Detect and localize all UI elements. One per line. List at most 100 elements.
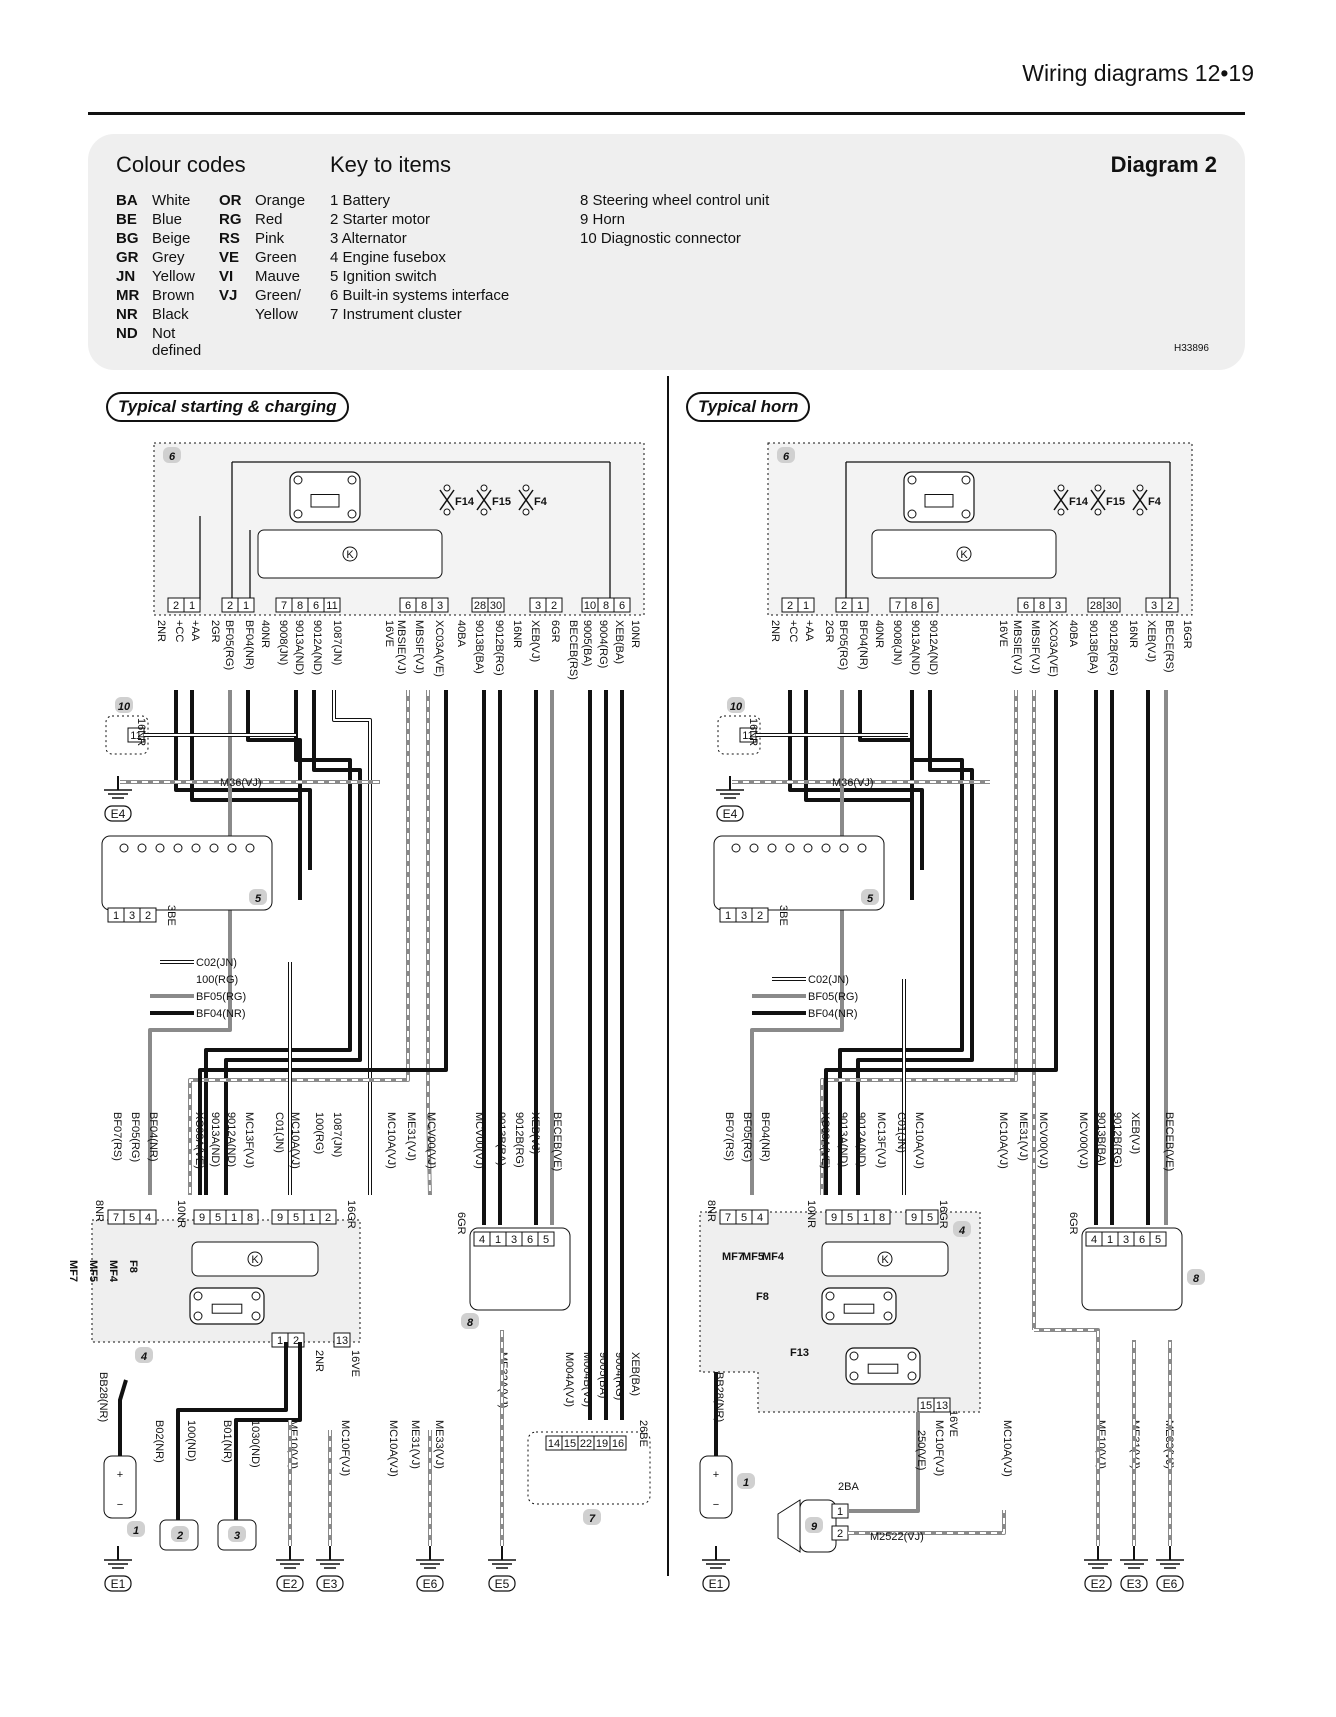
- colour-name: Yellow: [255, 306, 298, 323]
- wire-black: [838, 690, 964, 1195]
- wire-label: 16VE: [383, 620, 395, 647]
- connector-pin: [183, 597, 201, 613]
- wire-label: C01(JN): [273, 1112, 285, 1153]
- colour-name: Brown: [152, 287, 195, 304]
- item-tag: [805, 1517, 823, 1533]
- pin-number: 1: [863, 1212, 869, 1224]
- wire-label: 16VE: [349, 1350, 361, 1377]
- pin-number: 2: [841, 600, 847, 612]
- item-number: 10: [118, 701, 131, 713]
- wire-label: 100(RG): [313, 1112, 325, 1154]
- module-symbol: [247, 1251, 263, 1267]
- switch-contact: [137, 843, 147, 853]
- pin-number: 7: [895, 600, 901, 612]
- item-number: 1: [743, 1477, 749, 1489]
- pin-number: 6: [313, 600, 319, 612]
- fuse-label: F4: [1148, 496, 1162, 508]
- item-number: 5: [867, 893, 874, 905]
- colour-name: Not defined: [152, 325, 202, 359]
- item-tag: [228, 1526, 246, 1542]
- ground-label: E6: [1163, 1577, 1178, 1591]
- fuse-symbol: [476, 489, 492, 511]
- wire-label: ME31(VJ): [409, 1420, 421, 1469]
- wire-label: 9013B(BA): [1095, 1112, 1107, 1166]
- wire-label: BF05(RG): [837, 620, 849, 670]
- pin-number: 30: [1106, 600, 1118, 612]
- pin-number: 6: [619, 600, 625, 612]
- item-number: 8: [1193, 1273, 1200, 1285]
- ground-label: E5: [495, 1577, 510, 1591]
- wire-label: 16GR: [1181, 620, 1193, 649]
- ground-badge: [1084, 1575, 1112, 1592]
- wire-label: 9013B(BA): [1087, 620, 1099, 674]
- module-symbol-letter: K: [881, 1254, 889, 1266]
- pin-number: 5: [847, 1212, 853, 1224]
- relay-terminal: [347, 475, 357, 485]
- wire-label: 9012A(ND): [927, 620, 939, 675]
- fuse-terminal: [1057, 508, 1065, 516]
- colour-code-entry: Yellow: [219, 306, 323, 323]
- fuse-terminal: [1136, 508, 1144, 516]
- ground-badge: [716, 805, 744, 822]
- wire-label: 16NR: [135, 718, 147, 746]
- pin-number: 2: [173, 600, 179, 612]
- switch-contact: [119, 843, 129, 853]
- wire-black: [234, 1342, 302, 1520]
- colour-name: Mauve: [255, 268, 301, 285]
- wire-label: +AA: [803, 620, 815, 642]
- switch-contact: [767, 843, 777, 853]
- wire-label: MC10A(VJ): [385, 1112, 397, 1169]
- pin-number: 6: [527, 1234, 533, 1246]
- relay-terminal: [961, 509, 971, 519]
- colour-name: Green/: [255, 287, 301, 304]
- pin-number: 3: [511, 1234, 517, 1246]
- pin-number: 3: [741, 910, 747, 922]
- bsi-frame: [153, 442, 645, 616]
- relay-terminal: [193, 1291, 203, 1301]
- colour-name: Blue: [152, 211, 183, 228]
- key-item: 10 Diagnostic connector: [580, 230, 741, 247]
- pin-number: 11: [326, 600, 337, 612]
- connector-pin: [613, 597, 631, 613]
- wire-label: M004A(VJ): [563, 1352, 575, 1407]
- pin-number: 5: [215, 1212, 221, 1224]
- wire-black: [224, 690, 362, 1195]
- item-number: 1: [133, 1525, 139, 1537]
- fuse-label: F15: [1106, 496, 1125, 508]
- key-item: 4 Engine fusebox: [330, 249, 446, 266]
- wire-label: XEB(BA): [629, 1352, 641, 1396]
- item-number: 5: [255, 893, 262, 905]
- pin-number: 1: [243, 600, 249, 612]
- pin-number: 1: [857, 600, 863, 612]
- item-tag: [1187, 1269, 1205, 1285]
- wire-label: 16GR: [345, 1200, 357, 1229]
- wire-label: 10NR: [805, 1200, 817, 1228]
- page-title: Wiring diagrams 12•19: [1022, 60, 1254, 86]
- wire-label: M2522(VJ): [870, 1531, 924, 1543]
- colour-name: Red: [255, 211, 283, 228]
- wire-label: BF05(RG): [741, 1112, 753, 1162]
- wire-label: 250(VE): [915, 1430, 927, 1470]
- pin-number: 2: [837, 1528, 843, 1540]
- pin-number: 1: [277, 1335, 283, 1347]
- switch-contact: [839, 843, 849, 853]
- switch-contact: [245, 843, 255, 853]
- connector-pin: [319, 1209, 337, 1225]
- switch-contact: [803, 843, 813, 853]
- pin-number: 5: [927, 1212, 933, 1224]
- wire-black: [176, 1342, 288, 1520]
- wire-label: 10NR: [629, 620, 641, 648]
- relay-terminal: [293, 475, 303, 485]
- wire-label: BF04(NR): [147, 1112, 159, 1162]
- connector-pin: [1161, 597, 1179, 613]
- pin-number: 3: [1123, 1234, 1129, 1246]
- fuse-terminal: [1094, 484, 1102, 492]
- pin-number: 2: [145, 910, 151, 922]
- switch-contact: [209, 843, 219, 853]
- pin-number: 1: [231, 1212, 237, 1224]
